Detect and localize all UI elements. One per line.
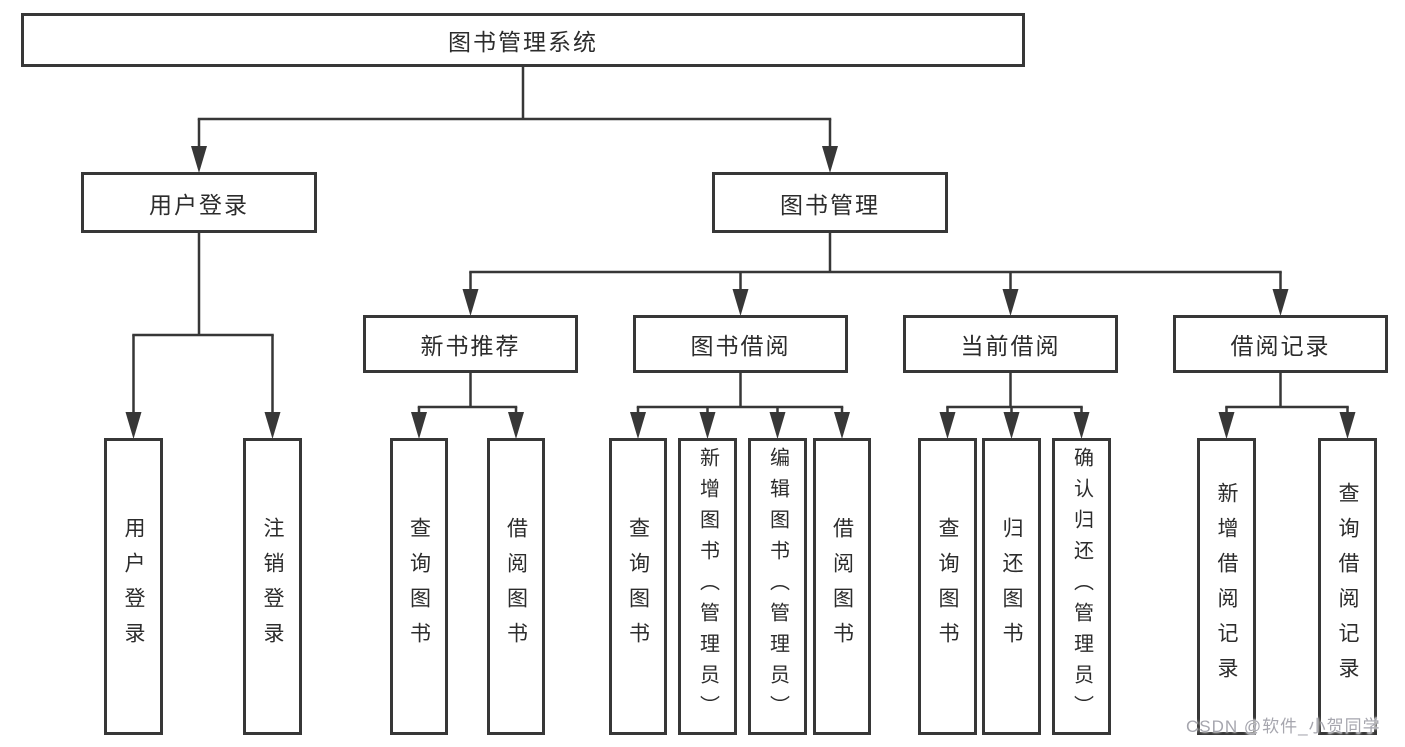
node-user-login: 用户登录: [81, 172, 317, 233]
connector-borrow-records-to-leaves: [1225, 373, 1349, 416]
arrowhead: [769, 412, 786, 439]
arrowhead: [732, 289, 749, 316]
connector-new-book-to-leaves: [417, 373, 518, 416]
leaf-add-book-admin: 新增图书（管理员）: [678, 438, 737, 735]
leaf-borrow-books-borrow: 借阅图书: [813, 438, 871, 735]
connector-book-borrow-to-leaves: [636, 373, 844, 416]
leaf-borrow-books-recommend: 借阅图书: [487, 438, 545, 735]
csdn-watermark: CSDN @软件_小贺同学: [1186, 717, 1381, 736]
connector-root-to-level2: [197, 67, 832, 150]
arrowhead: [834, 412, 850, 439]
node-current-borrow: 当前借阅: [903, 315, 1118, 373]
arrowhead: [1002, 289, 1019, 316]
arrowhead: [411, 412, 427, 439]
leaf-return-book: 归还图书: [982, 438, 1041, 735]
leaf-user-login: 用户登录: [104, 438, 163, 735]
arrowhead: [1073, 412, 1090, 439]
arrowhead: [822, 146, 838, 173]
node-borrow-records: 借阅记录: [1173, 315, 1388, 373]
arrowhead: [630, 412, 646, 439]
arrowhead: [508, 412, 524, 439]
node-book-management: 图书管理: [712, 172, 948, 233]
connector-current-borrow-to-leaves: [946, 373, 1083, 416]
arrowhead: [264, 412, 281, 439]
leaf-edit-book-admin: 编辑图书（管理员）: [748, 438, 807, 735]
arrowhead: [191, 146, 207, 173]
leaf-query-books-recommend: 查询图书: [390, 438, 448, 735]
arrowhead: [1339, 412, 1356, 439]
connector-book-management-to-level3: [469, 233, 1282, 293]
leaf-add-borrow-record: 新增借阅记录: [1197, 438, 1256, 735]
node-new-book-recommend: 新书推荐: [363, 315, 578, 373]
arrowhead: [939, 412, 956, 439]
arrowhead: [125, 412, 142, 439]
connector-user-login-to-leaves: [132, 233, 274, 416]
leaf-query-borrow-record: 查询借阅记录: [1318, 438, 1377, 735]
arrowhead: [1272, 289, 1289, 316]
leaf-confirm-return-admin: 确认归还（管理员）: [1052, 438, 1111, 735]
leaf-query-books-current: 查询图书: [918, 438, 977, 735]
node-book-borrow: 图书借阅: [633, 315, 848, 373]
arrowhead: [1003, 412, 1020, 439]
arrowhead: [462, 289, 479, 316]
arrowhead: [699, 412, 716, 439]
arrowhead: [1218, 412, 1235, 439]
node-root: 图书管理系统: [21, 13, 1025, 67]
leaf-query-books-borrow: 查询图书: [609, 438, 667, 735]
leaf-logout: 注销登录: [243, 438, 302, 735]
